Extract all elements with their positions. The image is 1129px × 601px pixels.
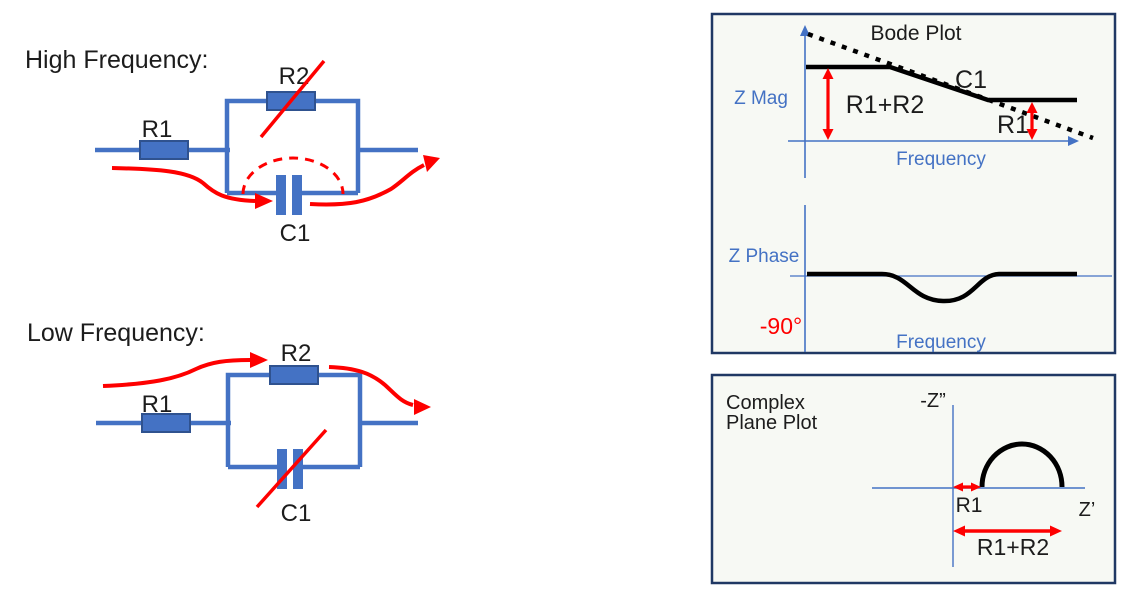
bode-mag-c1-label: C1 xyxy=(955,66,987,94)
bode-mag-xlabel: Frequency xyxy=(896,149,986,170)
bode-mag-r1r2-label: R1+R2 xyxy=(846,91,925,119)
lf-flow-arrow-in xyxy=(102,358,251,388)
bode-phase-xlabel: Frequency xyxy=(896,332,986,353)
lf-r1-label: R1 xyxy=(142,391,173,418)
bode-mag-ylabel: Z Mag xyxy=(734,88,788,109)
complex-title-line1: Complex xyxy=(726,392,805,414)
high-frequency-circuit: High Frequency: R1 R2 C1 xyxy=(25,46,440,247)
bode-plot-title: Bode Plot xyxy=(870,22,961,45)
complex-title-line2: Plane Plot xyxy=(726,412,818,434)
complex-plane-panel: Complex Plane Plot -Z” Z’ R1 R1+R2 xyxy=(710,373,1117,585)
bode-mag-curve xyxy=(806,64,1077,103)
bode-phase-curve xyxy=(807,271,1077,304)
bode-mag-capacitor-dotted-line xyxy=(807,31,1094,141)
lf-resistor-r2 xyxy=(269,365,319,385)
hf-flow-arrowhead-in xyxy=(255,193,273,209)
hf-c1-label: C1 xyxy=(280,220,311,247)
hf-resistor-r1 xyxy=(139,140,189,160)
low-frequency-title: Low Frequency: xyxy=(27,319,205,347)
hf-capacitor-plate-right xyxy=(292,175,302,215)
complex-r1r2-label: R1+R2 xyxy=(977,534,1049,560)
lf-r2-label: R2 xyxy=(281,340,312,367)
bode-mag-r1-arrowhead-bottom xyxy=(1026,129,1038,140)
complex-xlabel: Z’ xyxy=(1079,499,1096,521)
low-frequency-circuit: Low Frequency: R1 R2 C1 xyxy=(27,319,431,527)
hf-capacitor-plate-left xyxy=(276,175,286,215)
lf-c1-blocked-strike xyxy=(255,428,328,509)
complex-r1-arrowhead-right xyxy=(971,482,981,492)
high-frequency-title: High Frequency: xyxy=(25,46,208,74)
complex-semicircle-locus xyxy=(979,441,1065,488)
bode-mag-r1r2-arrowhead-bottom xyxy=(822,129,834,140)
hf-r1-label: R1 xyxy=(142,116,173,143)
lf-c1-label: C1 xyxy=(281,500,312,527)
bode-mag-y-axis-arrowhead xyxy=(800,25,810,36)
hf-flow-arrow-in xyxy=(111,166,257,203)
bode-mag-r1-arrowhead-top xyxy=(1026,102,1038,113)
bode-mag-x-axis-arrowhead xyxy=(1068,136,1079,146)
lf-capacitor-plate-right xyxy=(293,449,303,489)
bode-mag-r1-label: R1 xyxy=(997,111,1029,139)
hf-current-dashed-arc xyxy=(241,156,345,195)
complex-ylabel: -Z” xyxy=(920,390,946,412)
lf-flow-arrowhead-out xyxy=(414,399,431,415)
hf-r2-blocked-strike xyxy=(259,59,326,139)
bode-panel-frame xyxy=(710,12,1117,355)
lf-capacitor-plate-left xyxy=(277,449,287,489)
complex-r1-arrowhead-left xyxy=(953,482,963,492)
complex-r1r2-arrowhead-right xyxy=(1050,525,1062,537)
hf-flow-arrowhead-out xyxy=(423,155,440,172)
bode-phase-ylabel: Z Phase xyxy=(729,246,800,267)
lf-flow-arrow-out xyxy=(328,365,414,407)
bode-phase-min-label: -90° xyxy=(760,313,802,339)
lf-flow-arrowhead-in xyxy=(250,352,268,368)
bode-mag-r1r2-arrowhead-top xyxy=(822,68,834,79)
bode-plot-panel: Bode Plot Z Mag R1+R2 C1 R1 Frequency Z … xyxy=(710,12,1117,355)
complex-r1-label: R1 xyxy=(956,494,983,517)
complex-r1r2-arrowhead-left xyxy=(953,525,965,537)
hf-flow-arrow-out xyxy=(309,163,425,207)
complex-panel-frame xyxy=(710,373,1117,585)
lf-resistor-r1 xyxy=(141,413,191,433)
